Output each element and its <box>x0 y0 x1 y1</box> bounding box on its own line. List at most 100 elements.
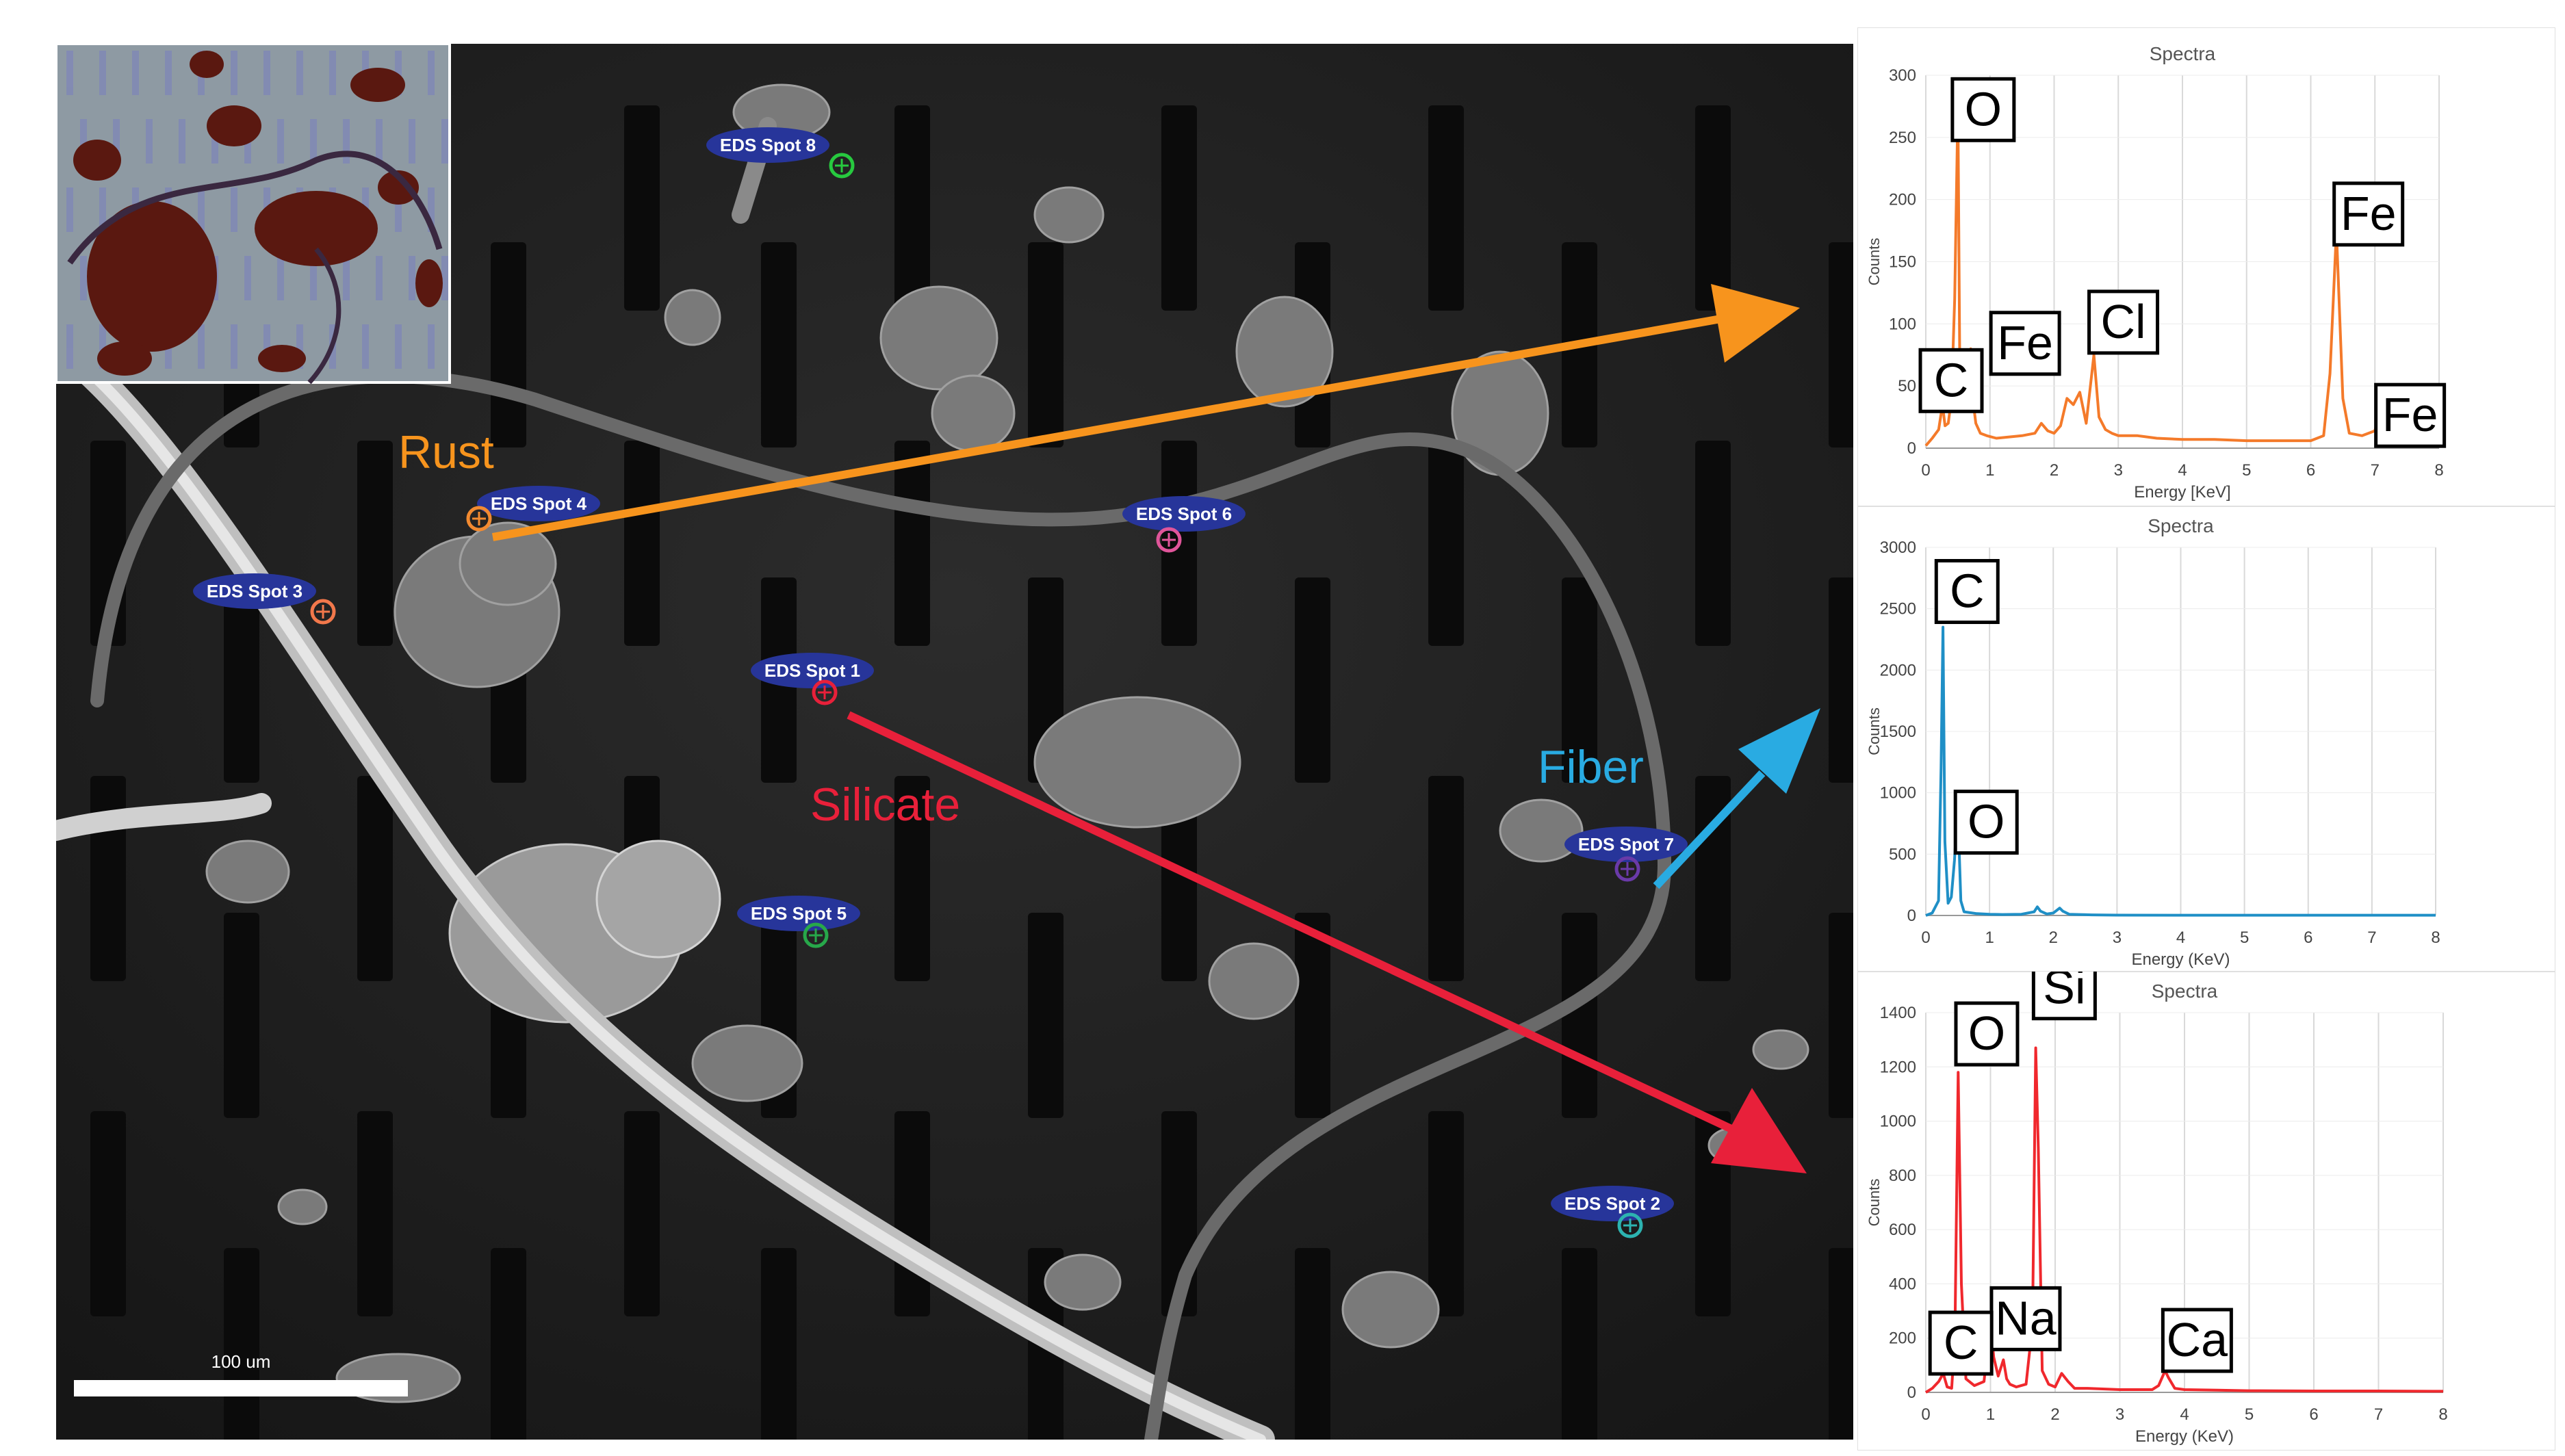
x-tick-label: 8 <box>2438 1405 2447 1424</box>
filter-slot <box>1161 105 1197 311</box>
inset-slot <box>310 256 317 300</box>
eds-spot-8: EDS Spot 2 <box>1551 1186 1674 1238</box>
filter-slot <box>357 441 393 646</box>
filter-slot <box>1829 1248 1853 1440</box>
spot-marker <box>310 599 336 625</box>
inset-slot <box>99 187 106 232</box>
element-label-box <box>1989 311 2061 376</box>
element-label-cl: Cl <box>2087 289 2160 355</box>
element-label-o: O <box>1950 77 2016 142</box>
x-tick-label: 3 <box>2114 461 2123 480</box>
inset-slot <box>231 51 237 95</box>
y-tick-label: 150 <box>1889 253 1916 272</box>
element-label-text: O <box>1968 795 2005 848</box>
inset-slot <box>113 119 120 164</box>
element-label-box <box>2332 181 2405 247</box>
eds-spot-labels: EDS Spot 8 EDS Spot 4 EDS Spot 6 EDS Spot 3… <box>193 127 1688 1238</box>
inset-slot <box>296 51 303 95</box>
filter-slot <box>1562 913 1597 1118</box>
x-tick-label: 2 <box>2050 461 2059 480</box>
spot-label-text: EDS Spot 4 <box>491 493 587 514</box>
element-label-text: Ca <box>2167 1313 2228 1366</box>
filter-slot <box>1829 242 1853 447</box>
inset-slot <box>343 119 350 164</box>
scale-bar: 100 um <box>74 1351 408 1396</box>
spot-label-badge <box>706 127 829 163</box>
filter-slot <box>894 105 930 311</box>
inset-slot <box>343 256 350 300</box>
element-label-box <box>1950 77 2016 142</box>
x-tick-label: 4 <box>2176 928 2185 947</box>
x-tick-label: 8 <box>2434 461 2443 480</box>
filter-slot <box>624 1111 660 1316</box>
filter-slot <box>1562 577 1597 783</box>
spot-marker <box>1617 1212 1643 1238</box>
x-tick-label: 0 <box>1921 1405 1930 1424</box>
filter-slot <box>1161 776 1197 981</box>
x-tick-label: 3 <box>2113 928 2122 947</box>
fiber-arrow <box>1653 708 1820 889</box>
y-tick-label: 600 <box>1889 1221 1916 1239</box>
filter-slot <box>624 441 660 646</box>
spot-label-text: EDS Spot 2 <box>1564 1193 1660 1214</box>
inset-slot <box>132 51 139 95</box>
inset-slot <box>395 187 402 232</box>
element-label-c: C <box>1934 559 2000 625</box>
element-label-box <box>1934 559 2000 625</box>
x-tick-label: 2 <box>2050 1405 2059 1424</box>
spot-label-text: EDS Spot 3 <box>207 581 302 601</box>
y-tick-label: 300 <box>1889 66 1916 85</box>
inset-slot <box>441 256 448 300</box>
y-tick-label: 3000 <box>1880 538 1916 557</box>
filter-slot <box>1829 913 1853 1118</box>
element-label-ca: Ca <box>2161 1308 2233 1373</box>
x-tick-label: 5 <box>2245 1405 2254 1424</box>
x-tick-label: 7 <box>2367 928 2376 947</box>
y-tick-label: 500 <box>1889 845 1916 863</box>
spot-marker <box>466 506 492 532</box>
spot-label-badge <box>751 653 874 688</box>
silicate-arrow <box>847 711 1807 1173</box>
filter-slot <box>357 776 393 981</box>
spot-label-badge <box>737 896 860 931</box>
spot-label-badge <box>193 573 316 609</box>
element-label-text: Si <box>2043 972 2085 1014</box>
spot-label-text: EDS Spot 6 <box>1136 504 1232 524</box>
spot-marker <box>829 153 855 179</box>
filter-slot <box>1428 1111 1464 1316</box>
x-axis-label: Energy (KeV) <box>2135 1427 2234 1446</box>
inset-slot <box>409 119 415 164</box>
filter-slot <box>1695 776 1731 981</box>
x-tick-label: 7 <box>2374 1405 2383 1424</box>
x-tick-label: 7 <box>2371 461 2380 480</box>
y-tick-label: 250 <box>1889 129 1916 147</box>
eds-spot-3: EDS Spot 6 <box>1122 496 1246 553</box>
x-tick-label: 3 <box>2115 1405 2124 1424</box>
element-label-fe: Fe <box>2332 181 2405 247</box>
y-tick-label: 200 <box>1889 1329 1916 1348</box>
element-label-box <box>1953 790 2019 855</box>
y-tick-label: 2500 <box>1880 600 1916 619</box>
y-tick-label: 0 <box>1907 1383 1916 1402</box>
eds-spot-7: EDS Spot 5 <box>737 896 860 948</box>
inset-slot <box>329 51 336 95</box>
inset-slot <box>146 119 153 164</box>
element-label-text: C <box>1950 564 1985 618</box>
chart-title: Spectra <box>2150 43 2216 64</box>
inset-slot <box>428 51 435 95</box>
inset-slot <box>376 256 383 300</box>
y-tick-label: 1500 <box>1880 723 1916 741</box>
spot-label-badge <box>1564 827 1688 862</box>
filter-slots <box>90 105 1853 1440</box>
inset-slot <box>362 324 369 369</box>
inset-slot <box>277 256 284 300</box>
y-tick-label: 1200 <box>1880 1058 1916 1076</box>
sem-micrograph: EDS Spot 8 EDS Spot 4 EDS Spot 6 EDS Spot 3… <box>56 44 1853 1440</box>
element-label-fe: Fe <box>1989 311 2061 376</box>
filter-slot <box>1295 1248 1330 1440</box>
inset-slot <box>395 324 402 369</box>
x-tick-label: 1 <box>1985 461 1994 480</box>
spot-label-badge <box>477 486 600 521</box>
spot-label-text: EDS Spot 8 <box>720 135 816 155</box>
